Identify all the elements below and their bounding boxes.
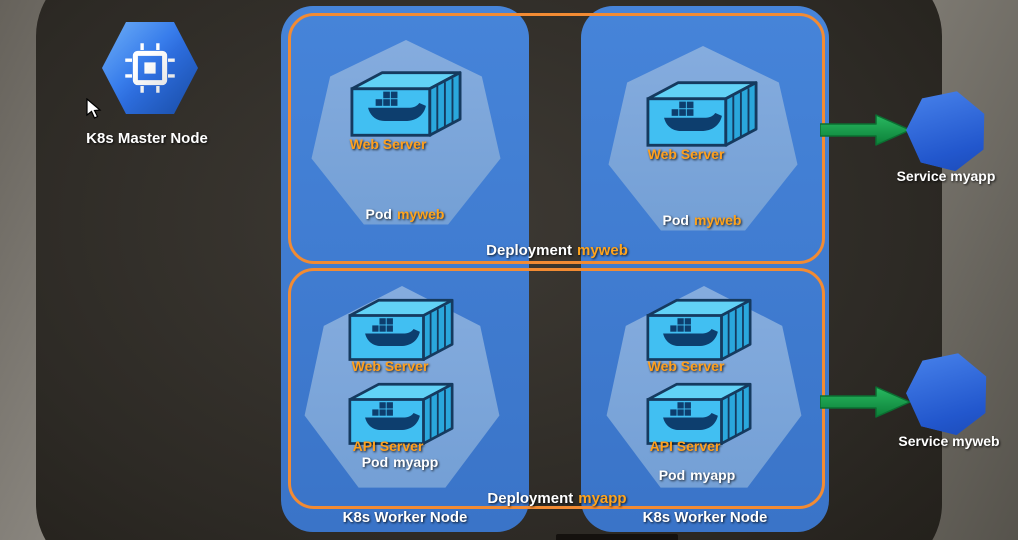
service-label-myweb: Service myweb xyxy=(869,433,1018,449)
pod-label-prefix: Pod xyxy=(361,454,389,470)
container-label-text: API Server xyxy=(352,438,424,454)
container-label-text: Web Server xyxy=(349,136,427,152)
deployment-myweb-box xyxy=(288,13,825,264)
pod-label-prefix: Pod xyxy=(658,467,686,483)
service-label-myapp: Service myapp xyxy=(866,168,1018,184)
docker-container-icon xyxy=(342,294,460,364)
container-label: API Server xyxy=(615,438,755,454)
deployment-myapp-box xyxy=(288,268,825,509)
pod-label-name: myweb xyxy=(693,212,742,228)
worker-node-text: K8s Worker Node xyxy=(642,509,768,526)
pod-label-name: myweb xyxy=(396,206,445,222)
container-label-text: API Server xyxy=(649,438,721,454)
bottom-edge-strip xyxy=(556,534,678,540)
docker-container-icon xyxy=(640,294,758,364)
deployment-label-prefix: Deployment xyxy=(486,242,572,259)
deployment-label-name: myweb xyxy=(577,242,628,259)
container-label-text: Web Server xyxy=(647,358,725,374)
worker-node-label-2: K8s Worker Node xyxy=(605,509,805,526)
pod-label-name: myapp xyxy=(393,454,439,470)
container-label: Web Server xyxy=(320,358,460,374)
pod-label-name: myapp xyxy=(690,467,736,483)
container-label: Web Server xyxy=(616,146,756,162)
cpu-chip-icon xyxy=(125,43,175,93)
service-label-text: Service myapp xyxy=(896,168,996,184)
green-arrow-icon xyxy=(820,385,912,419)
k8s-master-node-text: K8s Master Node xyxy=(86,130,208,147)
k8s-master-node-label: K8s Master Node xyxy=(67,130,227,147)
docker-container-icon xyxy=(344,66,468,140)
worker-node-text: K8s Worker Node xyxy=(342,509,468,526)
container-label: Web Server xyxy=(318,136,458,152)
container-label-text: Web Server xyxy=(351,358,429,374)
mouse-cursor-icon xyxy=(86,98,102,119)
pod-label-prefix: Pod xyxy=(365,206,392,222)
deployment-label-name: myapp xyxy=(578,490,627,507)
container-label-text: Web Server xyxy=(647,146,725,162)
pod-label-prefix: Pod xyxy=(662,212,689,228)
container-label: Web Server xyxy=(616,358,756,374)
deployment-label-prefix: Deployment xyxy=(487,490,574,507)
container-label: API Server xyxy=(318,438,458,454)
worker-node-label-1: K8s Worker Node xyxy=(305,509,505,526)
deployment-label-myweb: Deployment myweb xyxy=(457,242,657,259)
docker-container-icon xyxy=(640,76,764,150)
service-label-text: Service myweb xyxy=(898,433,1000,449)
green-arrow-icon xyxy=(820,113,912,147)
